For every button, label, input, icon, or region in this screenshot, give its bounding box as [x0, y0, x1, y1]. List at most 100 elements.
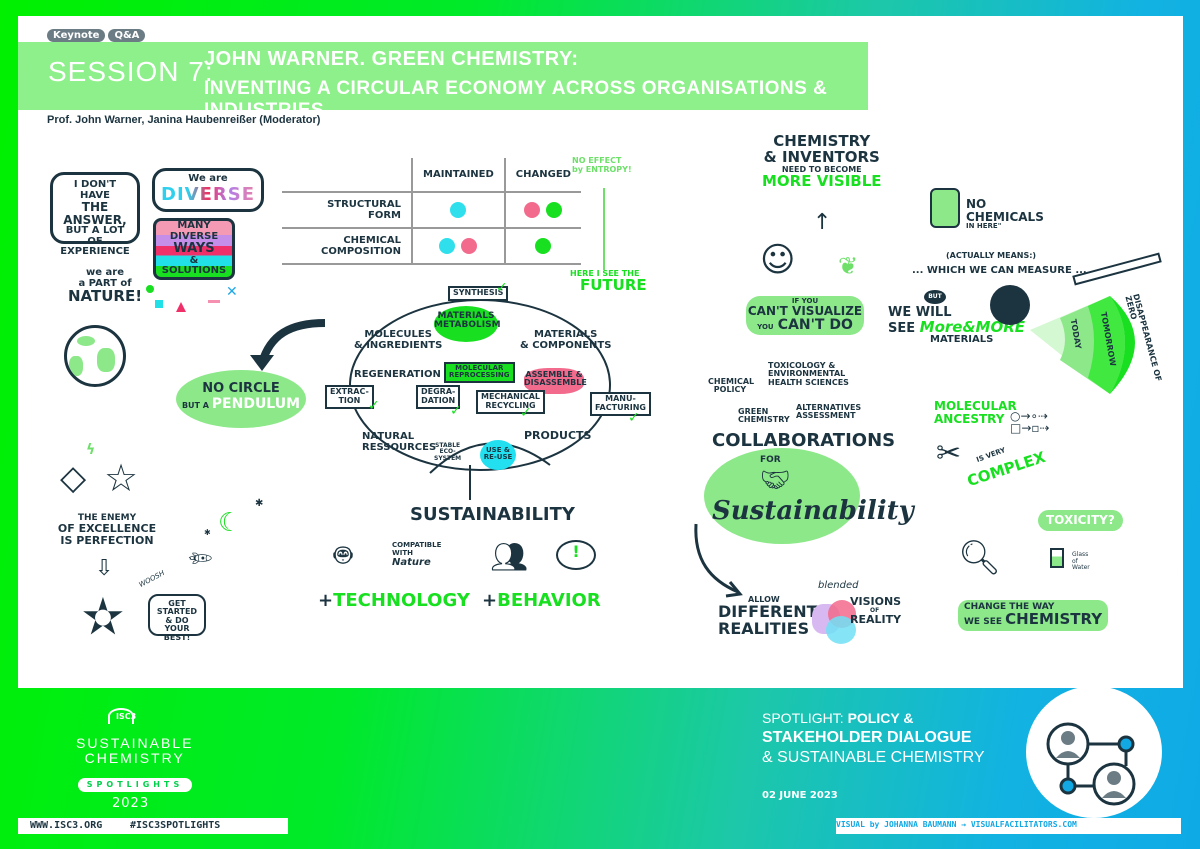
resources-line: NATURAL	[362, 431, 415, 442]
visualize-line2: CAN'T DO	[777, 316, 853, 333]
checkmark-icon: ✓	[368, 398, 380, 414]
visualize-blob: IF YOU CAN'T VISUALIZE YOU CAN'T DO	[746, 296, 864, 335]
dot-shape-icon	[146, 285, 154, 293]
no-chemicals-line: NO	[966, 197, 987, 211]
checkmark-icon: ✓	[628, 410, 640, 426]
nature-line: we are	[86, 267, 125, 278]
enemy-line: of EXCELLENCE	[57, 522, 157, 536]
extraction-line: TION	[338, 395, 361, 405]
enemy-line: THE ENEMY	[77, 513, 137, 523]
need-to-line: NEED TO BECOME	[781, 164, 862, 174]
assemble-line: DISASSEMBLE	[524, 378, 587, 388]
materials-components-label: MATERIALS & COMPONENTS	[520, 329, 612, 351]
metabolism-line: METABOLISM	[434, 320, 501, 331]
robot-icon: 🤖︎	[334, 538, 352, 573]
footer-links-bar: WWW.ISC3.ORG #ISC3SPOTLIGHTS	[18, 818, 288, 834]
change-line: CHANGE THE WAY	[964, 602, 1055, 612]
matrix-cell	[505, 228, 581, 264]
materials-metabolism-blob: MATERIALS METABOLISM	[434, 306, 501, 342]
star-sparkle-icon: ✱	[255, 498, 264, 509]
plus-sign: +	[482, 590, 498, 611]
allow-word: ALLOW	[748, 595, 780, 604]
collab-blob	[704, 448, 860, 544]
green-dot	[535, 238, 552, 254]
moon-icon: ☾	[218, 508, 242, 538]
future-word: FUTURE	[580, 276, 647, 294]
synthesis-box: SYNTHESIS	[448, 286, 509, 301]
spotlights-badge: SPOTLIGHTS	[78, 778, 192, 792]
no-chemicals-line: CHEMICALS	[966, 209, 1044, 224]
but-bubble: BUT	[924, 290, 946, 304]
pendulum-blob: NO CIRCLE BUT A PENDULUM	[176, 370, 306, 428]
get-started-line: GET STARTED	[156, 599, 198, 617]
molecules-label: MOLECULES & INGREDIENTS	[354, 329, 443, 351]
change-way-blob: CHANGE THE WAY WE SEE CHEMISTRY	[958, 600, 1109, 632]
diverse-ways-box: MANY DIVERSE WAYS & SOLUTIONS	[153, 218, 235, 280]
green-chemistry-label: GREEN CHEMISTRY	[738, 407, 790, 425]
visions-text: VISIONS OF REALITY	[850, 596, 901, 625]
happy-star-icon: ✫	[82, 588, 124, 646]
diverse-word: DIVERSE	[157, 184, 259, 205]
stakeholder-network-icon	[1046, 722, 1136, 806]
checkmark-icon: ✓	[496, 280, 508, 296]
spotlight-rest: & SUSTAINABLE CHEMISTRY	[762, 748, 985, 766]
checkmark-icon: ✓	[450, 403, 462, 419]
compatible-line: WITH	[392, 548, 413, 557]
molecules-line: & INGREDIENTS	[354, 339, 443, 351]
reprocessing-line: MOLECULAR	[455, 364, 504, 372]
tag-qa[interactable]: Q&A	[108, 29, 146, 42]
toxicity-cloud: TOXICITY?	[1038, 510, 1123, 531]
event-date: 02 JUNE 2023	[762, 790, 838, 801]
website-link[interactable]: WWW.ISC3.ORG	[30, 820, 103, 831]
matrix-header-maintained: MAINTAINED	[412, 158, 506, 192]
future-up-arrow	[603, 188, 605, 270]
nature-line: NATURE!	[68, 287, 143, 305]
no-chemicals-line: IN HERE"	[966, 222, 1002, 231]
pendulum-pre: BUT A	[181, 400, 209, 410]
people-icon: 👥︎	[490, 540, 529, 575]
session-label: SESSION 7:	[48, 56, 214, 87]
pendulum-word: PENDULUM	[211, 395, 301, 412]
materials-line: & COMPONENTS	[520, 339, 612, 351]
entropy-note: NO EFFECT by ENTROPY!	[572, 156, 632, 175]
more-visible: MORE VISIBLE	[762, 171, 882, 190]
metabolism-line: MATERIALS	[437, 311, 495, 321]
extraction-line: EXTRAC-	[330, 387, 369, 396]
entropy-note-line: NO EFFECT	[572, 156, 622, 165]
inventors-line: & INVENTORS	[763, 147, 880, 166]
curved-arrow-icon	[694, 523, 743, 598]
glass-line: Glass	[1072, 551, 1089, 558]
natural-resources-label: NATURAL RESSOURCES	[362, 431, 436, 453]
entropy-note-line: by ENTROPY!	[572, 164, 632, 174]
ecosystem-line: ECO-	[439, 448, 456, 456]
earth-globe-icon	[64, 325, 126, 387]
regeneration-label: REGENERATION	[354, 369, 441, 380]
visions-line: OF	[870, 606, 880, 614]
square-shape-icon	[155, 300, 163, 308]
credit-link[interactable]: VISUAL by JOHANNA BAUMANN → VISUALFACILI…	[836, 820, 1077, 829]
isc3-logo-text: ISC3	[116, 712, 137, 721]
materials-line: MATERIALS	[534, 329, 598, 340]
answer-line: BUT A LOT OF	[65, 225, 125, 247]
mechanical-recycling-box: MECHANICAL RECYCLING	[476, 390, 546, 414]
tag-keynote[interactable]: Keynote	[47, 29, 106, 42]
dash-shape-icon	[208, 300, 220, 303]
manufacturing-line: MANU-	[605, 394, 636, 403]
matrix-cell	[505, 192, 581, 228]
diverse-speech-bubble: We are DIVERSE	[152, 168, 264, 212]
matrix-corner	[282, 158, 413, 192]
visions-line: REALITY	[850, 612, 902, 626]
alternatives-label: ALTERNATIVES ASSESSMENT	[796, 403, 862, 421]
footer-credit-bar: VISUAL by JOHANNA BAUMANN → VISUALFACILI…	[836, 818, 1181, 834]
ancestry-line: MOLECULAR	[934, 399, 1017, 413]
diverse-pre: We are	[188, 173, 228, 184]
chem-inventors: CHEMISTRY & INVENTORS NEED TO BECOME MOR…	[762, 133, 882, 190]
future-note-line: HERE I SEE THE	[570, 269, 640, 278]
manufacturing-line: FACTURING	[595, 402, 646, 412]
compatible-line: COMPATIBLE	[392, 541, 442, 549]
answer-speech-bubble: I DON'T HAVE THE ANSWER, BUT A LOT OF EX…	[50, 172, 140, 257]
ancestry-line: ANCESTRY	[934, 411, 1005, 426]
hashtag-link[interactable]: #ISC3SPOTLIGHTS	[130, 820, 221, 831]
chemical-policy-label: CHEMICAL POLICY	[708, 377, 755, 395]
pink-dot	[461, 238, 478, 254]
